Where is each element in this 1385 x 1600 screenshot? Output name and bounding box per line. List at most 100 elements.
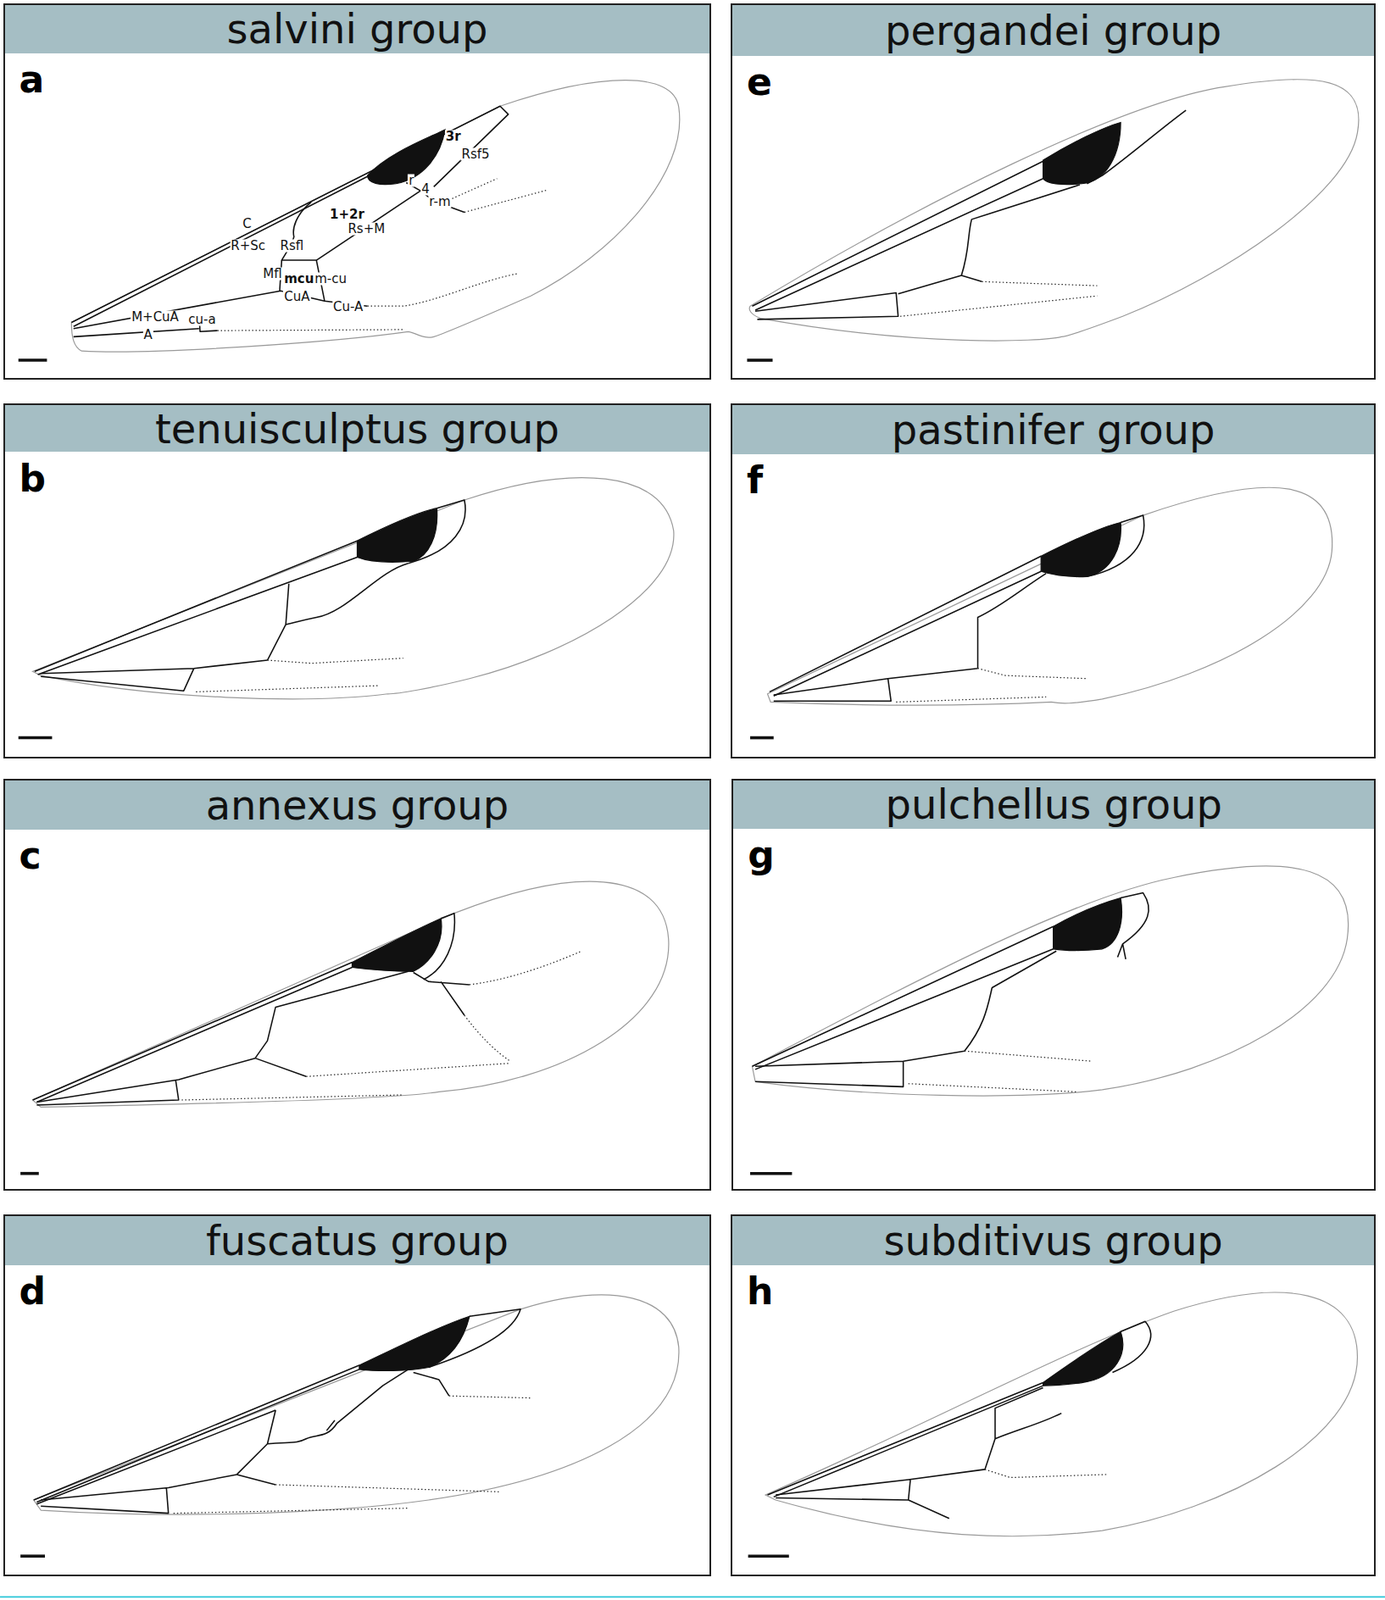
vein-label: m-cu xyxy=(313,272,348,285)
wing-vein xyxy=(255,972,470,1077)
faint-vein xyxy=(900,281,1097,317)
vein-label: r xyxy=(407,174,415,188)
wing-vein xyxy=(408,500,466,564)
header-band: pulchellus group xyxy=(733,780,1374,829)
page-rule xyxy=(0,1596,1385,1598)
panel-letter: c xyxy=(18,837,41,875)
wing-vein xyxy=(73,290,368,329)
vein-label: cu-a xyxy=(187,312,217,326)
pterostigma xyxy=(1053,898,1123,952)
vein-label: CuA xyxy=(283,290,311,304)
scale-bar xyxy=(18,736,53,740)
faint-vein xyxy=(181,951,582,1101)
wing-vein xyxy=(1118,893,1150,960)
faint-vein xyxy=(908,1051,1093,1092)
panel-box: fuscatus group d xyxy=(3,1214,712,1577)
scale-bar xyxy=(18,358,48,362)
vein-label: Rsf5 xyxy=(461,147,491,161)
vein-label: mcu xyxy=(283,272,315,285)
scale-bar xyxy=(746,358,773,362)
vein-label: A xyxy=(142,328,153,341)
pterostigma xyxy=(356,508,437,563)
panel-box: salvini groupa xyxy=(3,3,712,380)
wing-outline xyxy=(33,478,674,700)
wing-vein xyxy=(775,1388,1062,1519)
vein-label: R+Sc xyxy=(229,239,267,253)
group-heading: annexus group xyxy=(205,784,509,826)
vein-label: Mfl xyxy=(261,266,283,280)
pterostigma xyxy=(1043,122,1122,184)
panel-box: subditivus group h xyxy=(730,1214,1376,1577)
wing-vein xyxy=(769,556,1041,696)
pterostigma xyxy=(359,1316,470,1371)
wing-vein xyxy=(316,183,421,262)
faint-vein xyxy=(895,668,1087,703)
group-heading: tenuisculptus group xyxy=(155,408,560,450)
panel-letter: h xyxy=(746,1273,774,1311)
panel-letter: b xyxy=(18,460,46,498)
pterostigma xyxy=(351,918,442,973)
group-heading: salvini group xyxy=(226,8,488,50)
pterostigma xyxy=(367,129,446,185)
panel-box: annexus group c xyxy=(3,778,712,1191)
wing-vein xyxy=(34,540,357,675)
vein-label: M+CuA xyxy=(130,311,180,324)
panel-letter: g xyxy=(747,836,775,874)
wing-vein xyxy=(33,962,353,1102)
wing-vein xyxy=(36,971,408,1106)
wing-outline xyxy=(765,1292,1358,1537)
vein-label: 1+2r xyxy=(328,207,366,221)
scale-bar xyxy=(20,1172,39,1176)
pterostigma xyxy=(1040,522,1121,577)
vein-label: Rsfl xyxy=(279,239,306,253)
panel-letter: e xyxy=(746,63,773,101)
wing-vein xyxy=(71,105,508,323)
scale-bar xyxy=(750,1172,792,1176)
header-band: tenuisculptus group xyxy=(5,405,711,453)
wing-outline xyxy=(749,79,1359,341)
wing-vein xyxy=(1086,110,1186,184)
panel-letter: d xyxy=(18,1273,46,1311)
wing-vein xyxy=(267,563,409,661)
wing-vein xyxy=(40,1474,237,1514)
group-heading: pergandei group xyxy=(884,10,1222,51)
wing-e xyxy=(746,79,1359,361)
wing-vein xyxy=(1086,515,1144,577)
wing-g xyxy=(750,866,1349,1174)
faint-vein xyxy=(195,658,403,693)
wing-vein xyxy=(898,184,1080,295)
panel-box: pastinifer groupf xyxy=(730,403,1376,759)
wing-vein xyxy=(236,1372,449,1485)
wing-f xyxy=(750,487,1333,738)
scale-bar xyxy=(750,736,774,740)
panel-box: tenuisculptus group b xyxy=(3,403,712,759)
wing-outline xyxy=(71,80,680,352)
wing-d xyxy=(20,1295,679,1557)
wing-vein xyxy=(755,275,982,320)
wing-vein xyxy=(1112,1321,1151,1373)
wing-vein xyxy=(773,573,1046,702)
wing-vein xyxy=(33,1365,360,1505)
wing-vein xyxy=(755,951,1057,1087)
header-band: salvini group xyxy=(5,5,711,54)
group-heading: fuscatus group xyxy=(205,1220,509,1262)
wing-vein xyxy=(751,926,1053,1070)
group-heading: subditivus group xyxy=(883,1220,1223,1262)
wing-outline xyxy=(767,487,1333,706)
wing-vein xyxy=(423,913,456,980)
header-band: pergandei group xyxy=(732,5,1374,57)
vein-label: C xyxy=(241,216,252,230)
panel-box: pulchellus group g xyxy=(731,778,1376,1191)
vein-label: Cu-A xyxy=(332,300,364,314)
wing-c xyxy=(20,881,669,1174)
faint-vein xyxy=(217,178,549,331)
wing-a xyxy=(18,80,680,361)
faint-vein xyxy=(173,1396,531,1513)
vein-label: 3r xyxy=(444,130,462,144)
wing-b xyxy=(18,478,674,739)
scale-bar xyxy=(748,1554,790,1558)
wing-vein xyxy=(751,161,1043,311)
header-band: annexus group xyxy=(5,780,711,830)
faint-vein xyxy=(984,1469,1107,1479)
